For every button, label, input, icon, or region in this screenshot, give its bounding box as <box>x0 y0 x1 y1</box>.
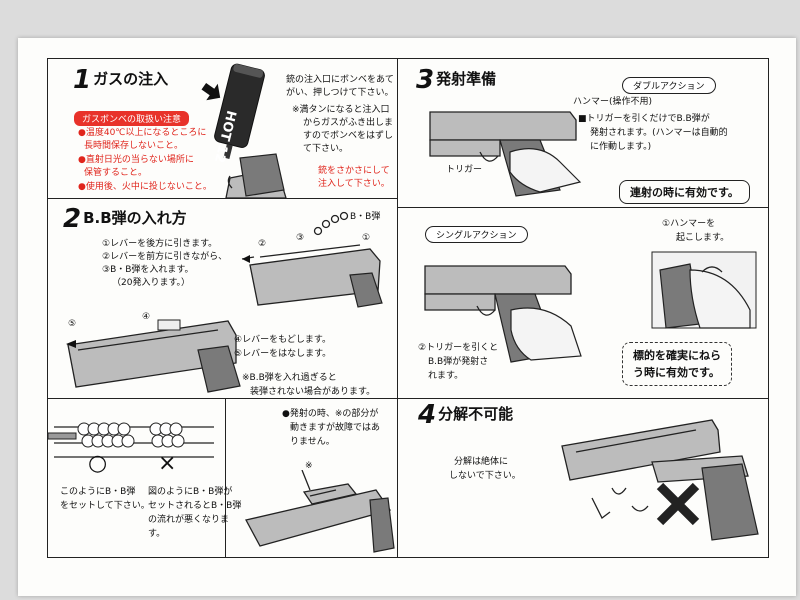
step-line: ①レバーを後方に引きます。 <box>102 239 218 249</box>
callout-3: ③ <box>296 233 305 243</box>
ng-mark: × <box>158 451 177 476</box>
gas-can-illustration: HOT 12 <box>201 63 287 198</box>
firing-note: ●発射の時、※の部分が <box>282 409 379 419</box>
callout-2: ② <box>258 239 267 249</box>
note-line: ※満タンになると注入口 <box>292 105 390 115</box>
warning-line: 長時間保存しないこと。 <box>84 141 184 151</box>
aim-line: う時に有効です。 <box>633 366 720 379</box>
asterisk-mark: ※ <box>305 461 313 471</box>
caution-line: ※B.B弾を入れ過ぎると <box>242 373 337 383</box>
note-line: からガスがふき出しま <box>303 118 394 128</box>
single-step1: 起こします。 <box>676 233 730 243</box>
step-line: ③B・B弾を入れます。 <box>102 265 194 275</box>
section2-number: 2 <box>63 204 81 234</box>
trigger-label: トリガー <box>446 165 483 175</box>
warning-line: ●直射日光の当らない場所に <box>78 155 194 165</box>
divider <box>47 398 769 399</box>
ok-mark: ○ <box>88 451 108 476</box>
section4-text: 分解は絶体に <box>454 457 509 467</box>
section4-title: 分解不可能 <box>438 405 514 423</box>
aim-box: 標的を確実にねら う時に有効です。 <box>622 342 732 386</box>
instruction-line: 銃の注入口にボンベをあて <box>286 75 394 85</box>
double-action-text: ■トリガーを引くだけでB.B弾が <box>578 114 710 124</box>
red-note-line: 銃をさかさにして <box>318 166 390 176</box>
ng-text: 図のようにB・B弾が <box>148 487 233 497</box>
hammer-label: ハンマー(操作不用) <box>573 97 653 107</box>
single-step2: れます。 <box>428 371 464 381</box>
divider <box>397 207 769 208</box>
firing-note: りません。 <box>290 437 335 447</box>
single-step2: ②トリガーを引くと <box>418 343 499 353</box>
double-action-text: に作動します。) <box>590 142 652 152</box>
ng-text: の流れが悪くなりま <box>148 515 230 525</box>
warning-line: 保管すること。 <box>84 168 148 178</box>
divider <box>47 198 397 199</box>
section3-title: 発射準備 <box>436 70 497 88</box>
section3-number: 3 <box>416 65 434 95</box>
single-step2: B.B弾が発射さ <box>428 357 489 367</box>
hammer-closeup <box>651 251 757 329</box>
disassembly-illustration <box>561 419 759 541</box>
step-line: ②レバーを前方に引きながら、 <box>102 252 228 262</box>
ok-text: このようにB・B弾 <box>60 487 136 497</box>
caution-line: 装弾されない場合があります。 <box>250 387 376 397</box>
callout-4: ④ <box>142 312 151 322</box>
divider <box>225 398 226 558</box>
ok-text: をセットして下さい。 <box>60 501 150 511</box>
red-note-line: 注入して下さい。 <box>318 179 390 189</box>
warning-line: ●使用後、火中に投じないこと。 <box>78 182 212 192</box>
callout-1: ① <box>362 233 371 243</box>
double-action-gun <box>429 111 582 197</box>
slide-illustration <box>66 319 241 393</box>
bb-loading-diagram <box>48 422 214 458</box>
instruction-line: がい、押しつけて下さい。 <box>286 88 394 98</box>
single-action-tag: シングルアクション <box>425 226 528 243</box>
divider <box>397 58 398 558</box>
single-step1: ①ハンマーを <box>662 219 716 229</box>
warning-banner: ガスボンベの取扱い注意 <box>74 111 190 126</box>
section2-title: B.B弾の入れ方 <box>83 209 187 227</box>
step-line: （20発入ります。） <box>112 278 191 288</box>
section1-number: 1 <box>73 65 91 95</box>
section4-text: しないで下さい。 <box>449 471 521 481</box>
burst-box: 連射の時に有効です。 <box>619 180 750 204</box>
section1-title: ガスの注入 <box>93 70 169 88</box>
step-line: ④レバーをもどします。 <box>234 335 331 345</box>
double-action-tag: ダブルアクション <box>622 77 716 94</box>
aim-line: 標的を確実にねら <box>633 349 721 362</box>
step-line: ⑤レバーをはなします。 <box>234 349 332 359</box>
note-line: て下さい。 <box>303 144 349 154</box>
lever-illustration <box>241 211 383 308</box>
note-line: すのでボンベをはずし <box>303 131 394 141</box>
section4-number: 4 <box>418 400 436 430</box>
double-action-text: 発射されます。(ハンマーは自動的 <box>590 128 728 138</box>
ng-text: セットされるとB・B弾 <box>148 501 242 511</box>
firing-note: 動きますが故障ではあ <box>290 423 381 433</box>
warning-line: ●温度40℃以上になるところに <box>78 128 207 138</box>
bb-label: B・B弾 <box>350 212 381 222</box>
callout-5: ⑤ <box>68 319 77 329</box>
ng-text: す。 <box>148 529 166 539</box>
instruction-sheet <box>47 58 769 558</box>
single-action-gun <box>424 265 582 363</box>
moving-part-illustration <box>245 470 395 553</box>
